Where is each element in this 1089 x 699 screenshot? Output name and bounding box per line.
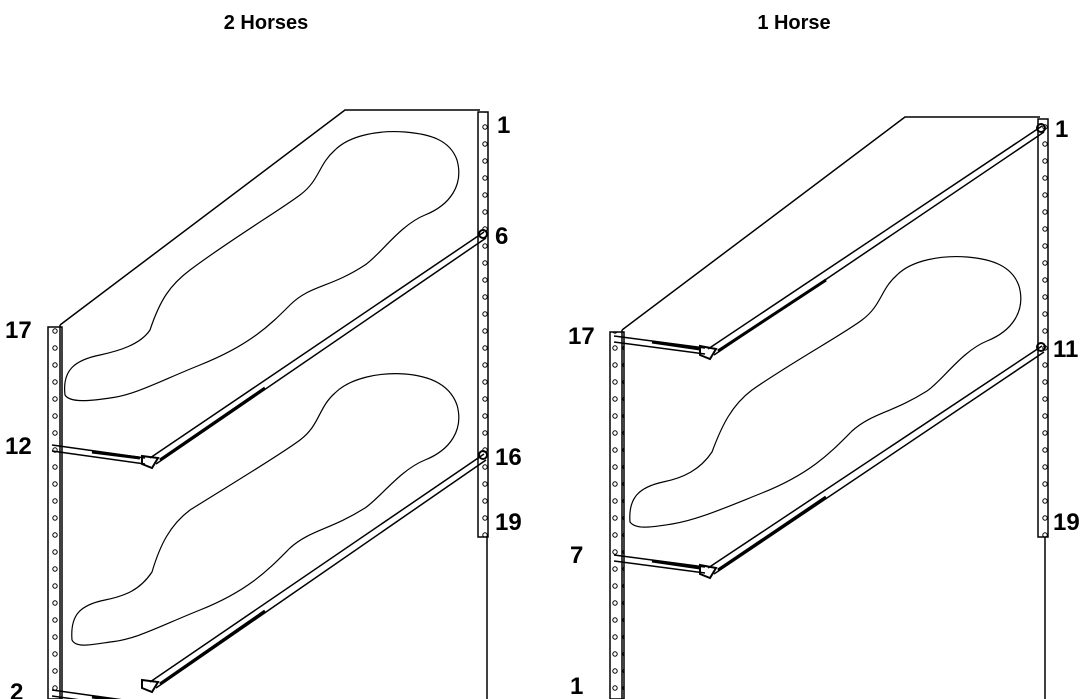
panel-title-2-horses: 2 Horses <box>223 12 309 34</box>
label-rear-hole-top: 17 <box>568 323 595 350</box>
divider-bar-lower <box>51 450 488 699</box>
divider-bar-upper <box>51 229 488 470</box>
rear-post <box>47 326 63 699</box>
horse-outline-upper <box>63 130 460 402</box>
panel-2-horses <box>47 109 489 699</box>
label-front-hole-bot: 19 <box>1053 509 1080 536</box>
panel-1-horse <box>609 116 1049 699</box>
rear-post <box>609 331 625 699</box>
panel-2-horses-labels: 17 12 2 1 6 16 19 <box>5 112 522 699</box>
label-rear-hole-bot: 2 <box>10 679 23 699</box>
divider-bar-lower <box>613 342 1046 580</box>
front-post <box>1037 118 1049 538</box>
front-post <box>477 111 489 538</box>
horse-outline <box>629 255 1022 528</box>
label-front-hole-bot: 19 <box>495 509 522 536</box>
panel-title-1-horse: 1 Horse <box>757 12 831 34</box>
stall-outline <box>59 109 488 699</box>
label-front-hole-a: 11 <box>1053 336 1078 363</box>
horse-outline-lower <box>71 373 460 646</box>
label-rear-hole-mid: 7 <box>570 542 583 569</box>
label-front-hole-b: 16 <box>495 444 522 471</box>
label-front-hole-top: 1 <box>497 112 510 139</box>
label-rear-hole-top: 17 <box>5 317 32 344</box>
divider-bar-upper <box>613 123 1046 361</box>
panel-1-horse-labels: 17 7 1 1 11 19 <box>568 116 1080 699</box>
stall-outline <box>621 116 1046 699</box>
label-rear-hole-mid: 12 <box>5 433 32 460</box>
label-rear-hole-bot: 1 <box>570 673 583 699</box>
label-front-hole-top: 1 <box>1055 116 1068 143</box>
label-front-hole-a: 6 <box>495 223 508 250</box>
